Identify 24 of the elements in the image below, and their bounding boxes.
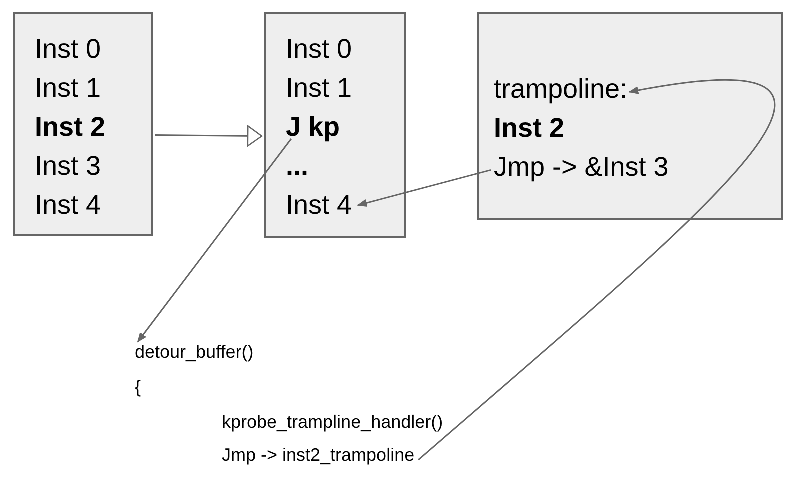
instruction-text: Inst 1 <box>286 75 352 102</box>
instruction-text: J kp <box>286 114 340 141</box>
instruction-text: Inst 2 <box>35 114 106 141</box>
trampoline-block <box>477 12 783 220</box>
code-line: kprobe_trampline_handler() <box>222 413 444 431</box>
code-line: detour_buffer() <box>135 343 254 361</box>
instruction-text: Inst 1 <box>35 75 102 102</box>
code-line: Jmp -> inst2_trampoline <box>222 446 415 464</box>
instruction-text: Inst 2 <box>494 115 565 142</box>
instruction-text: Inst 0 <box>286 36 352 63</box>
hollow-arrow <box>155 126 263 147</box>
instruction-text: Inst 0 <box>35 36 102 63</box>
instruction-text: Jmp -> &Inst 3 <box>494 154 669 181</box>
instruction-text: Inst 4 <box>286 192 352 219</box>
arrow <box>137 138 292 343</box>
curved-arrow <box>418 80 775 461</box>
instruction-text: Inst 4 <box>35 192 102 219</box>
arrow <box>357 169 492 208</box>
instruction-text: ... <box>286 153 309 180</box>
memory-block <box>264 12 406 238</box>
code-line: { <box>135 378 142 396</box>
instruction-text: trampoline: <box>494 76 628 103</box>
memory-block <box>13 12 153 236</box>
instruction-text: Inst 3 <box>35 153 102 180</box>
